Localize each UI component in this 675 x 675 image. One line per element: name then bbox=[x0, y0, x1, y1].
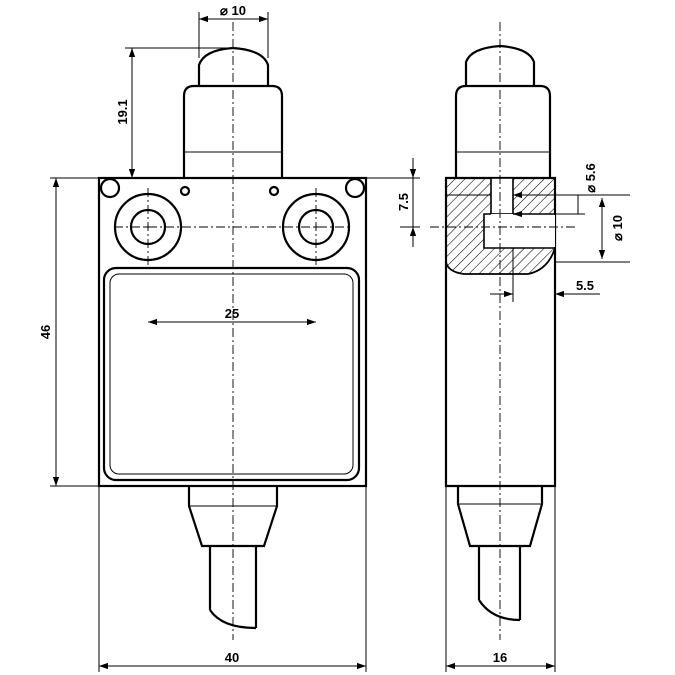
cover-window-outer bbox=[102, 266, 361, 482]
cable bbox=[208, 546, 258, 630]
cover-window-inner bbox=[109, 273, 354, 475]
dim-bore-diameter: ⌀ 10 bbox=[610, 215, 625, 241]
dim-body-height: 46 bbox=[38, 325, 53, 339]
dim-bore-depth: 5.5 bbox=[576, 278, 594, 293]
dim-plunger-height: 19.1 bbox=[115, 99, 130, 124]
dim-hole-spacing: 25 bbox=[225, 306, 239, 321]
dim-body-depth: 16 bbox=[493, 650, 507, 665]
side-cable bbox=[477, 546, 522, 622]
front-view bbox=[97, 22, 368, 640]
side-view bbox=[430, 22, 575, 640]
dim-plunger-diameter: ⌀ 10 bbox=[220, 3, 246, 18]
dimensions: ⌀ 10 19.1 46 7.5 25 40 16 ⌀ 5. bbox=[38, 3, 630, 672]
housing-front bbox=[97, 176, 368, 488]
dim-hole-offset: 7.5 bbox=[396, 193, 411, 211]
corner-hole-right bbox=[344, 177, 366, 199]
dim-counterbore-diameter: ⌀ 5.6 bbox=[583, 163, 598, 193]
plunger-cap bbox=[197, 46, 270, 86]
dim-body-width: 40 bbox=[225, 650, 239, 665]
side-plunger-guide bbox=[454, 84, 552, 178]
corner-hole-left bbox=[99, 177, 121, 199]
